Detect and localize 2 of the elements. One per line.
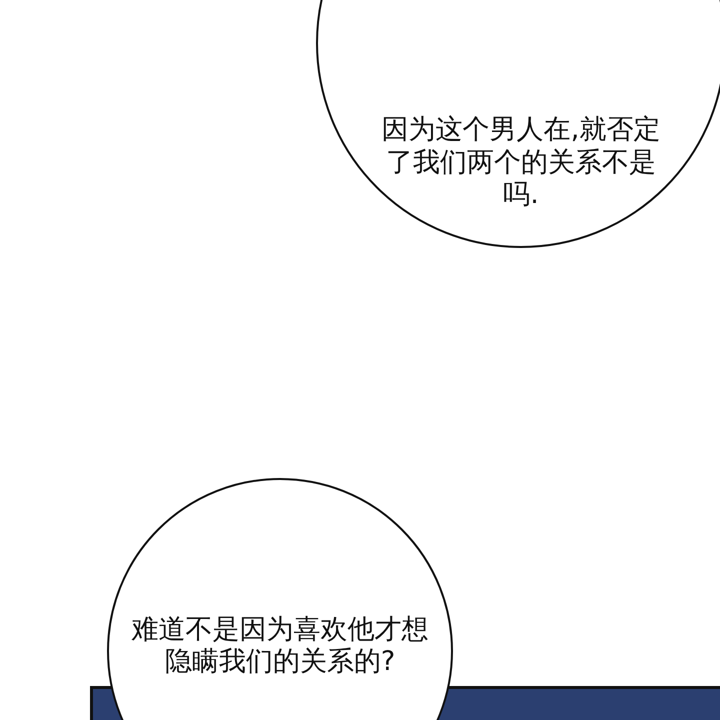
dialogue-text: 因为这个男人在,就否定了我们两个的关系不是吗. — [380, 114, 662, 212]
dialogue-text: 难道不是因为喜欢他才想隐瞒我们的关系的? — [132, 614, 428, 678]
